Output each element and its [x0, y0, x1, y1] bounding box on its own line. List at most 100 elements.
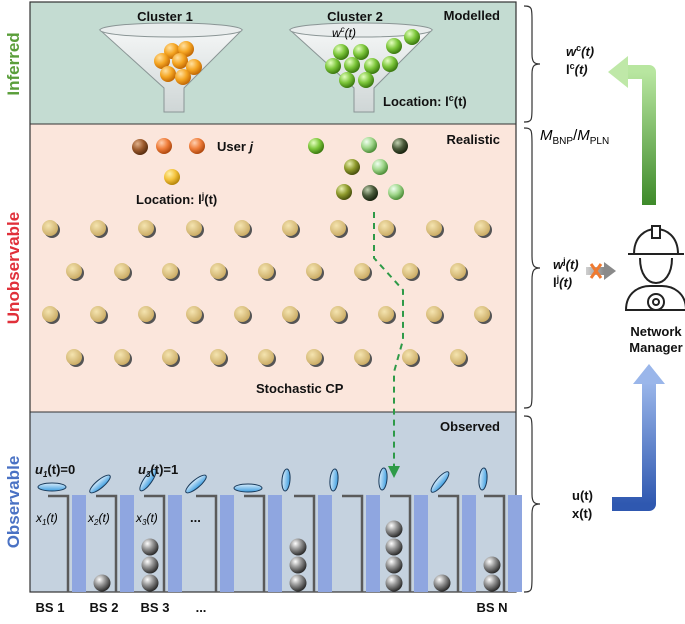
ball: [156, 138, 172, 154]
model-label: MBNP/MPLN: [540, 127, 609, 147]
ball: [186, 59, 202, 75]
modelled-layer: [30, 2, 516, 124]
ball: [164, 169, 180, 185]
network-manager-line-2: Manager: [629, 340, 682, 355]
queue-ball: [141, 574, 159, 592]
brace-unobservable: [523, 127, 541, 409]
candidate-point-dot: [258, 263, 274, 279]
candidate-point-dot: [114, 349, 130, 365]
bs-bar: [268, 495, 282, 592]
candidate-point: [234, 220, 252, 238]
candidate-point-dot: [258, 349, 274, 365]
bs-2-label: BS 2: [90, 600, 119, 615]
ball: [132, 139, 148, 155]
ball: [388, 184, 404, 200]
candidate-point-dot: [306, 349, 322, 365]
user-weight-label: wj(t): [553, 256, 579, 272]
antenna-dish-icon: [329, 468, 339, 492]
candidate-point: [426, 306, 444, 324]
candidate-point-dot: [330, 306, 346, 322]
bs-wall: [144, 494, 166, 592]
candidate-point: [114, 263, 132, 281]
candidate-point: [330, 220, 348, 238]
candidate-point: [402, 349, 420, 367]
side-label-unobservable: Unobservable: [4, 212, 23, 324]
bs-n-label: BS N: [476, 600, 507, 615]
user-j-label: User j: [217, 139, 254, 154]
inferred-location-label: lc(t): [566, 61, 588, 77]
queue-ball: [289, 538, 307, 556]
ball: [361, 137, 377, 153]
candidate-point: [90, 306, 108, 324]
bs-wall: [390, 494, 412, 592]
candidate-point-dot: [402, 349, 418, 365]
realistic-title: Realistic: [447, 132, 500, 147]
ball: [364, 58, 380, 74]
candidate-point: [378, 220, 396, 238]
candidate-point: [426, 220, 444, 238]
ball: [178, 41, 194, 57]
candidate-point: [42, 220, 60, 238]
bs-wall: [438, 494, 460, 592]
cluster-1-balls: [154, 41, 202, 85]
candidate-point-dot: [138, 220, 154, 236]
user-balls: [132, 138, 205, 185]
user-location-label: Location: lj(t): [136, 191, 217, 207]
candidate-point-dot: [90, 306, 106, 322]
observed-x-label: x(t): [572, 506, 592, 521]
bs-bar: [462, 495, 476, 592]
candidate-point: [66, 349, 84, 367]
bs-bar: [120, 495, 134, 592]
ball: [392, 138, 408, 154]
bs-wall: [96, 494, 118, 592]
observed-title: Observed: [440, 419, 500, 434]
candidate-point: [354, 349, 372, 367]
ball: [358, 72, 374, 88]
brace-observable: [523, 415, 541, 593]
candidate-point: [330, 306, 348, 324]
ball: [386, 38, 402, 54]
modelled-title: Modelled: [444, 8, 500, 23]
ball: [404, 29, 420, 45]
candidate-point: [210, 263, 228, 281]
bs-1-label: BS 1: [36, 600, 65, 615]
antenna-dish-icon: [233, 483, 263, 493]
antenna-dish-icon: [281, 468, 291, 492]
queue-ball: [483, 574, 501, 592]
candidate-point: [114, 349, 132, 367]
antenna-dish-icon: [139, 468, 157, 492]
ball: [382, 56, 398, 72]
queue-ball: [141, 556, 159, 574]
x3-label: x3(t): [135, 511, 158, 527]
candidate-point-dot: [378, 220, 394, 236]
ball: [362, 185, 378, 201]
base-station: [378, 467, 428, 592]
candidate-point: [234, 306, 252, 324]
candidate-point: [90, 220, 108, 238]
candidate-point-dot: [426, 306, 442, 322]
candidate-point-dot: [210, 263, 226, 279]
candidate-point-dot: [282, 220, 298, 236]
candidate-point: [378, 306, 396, 324]
inferred-weight-label: wc(t): [566, 43, 594, 59]
candidate-point: [306, 349, 324, 367]
bs-wall: [484, 494, 506, 592]
candidate-point: [474, 220, 492, 238]
queue-ball: [141, 538, 159, 556]
bs-wall: [48, 494, 70, 592]
bs-wall: [196, 494, 218, 592]
antenna-dish-icon: [185, 474, 207, 494]
ball: [189, 138, 205, 154]
candidate-point-dot: [306, 263, 322, 279]
ball: [336, 184, 352, 200]
brace-inferred: [523, 5, 541, 123]
queue-ball: [93, 574, 111, 592]
queue-ball: [385, 574, 403, 592]
candidate-point-dot: [450, 349, 466, 365]
ball: [175, 69, 191, 85]
queue-ball: [433, 574, 451, 592]
candidate-point: [282, 306, 300, 324]
candidate-point: [66, 263, 84, 281]
